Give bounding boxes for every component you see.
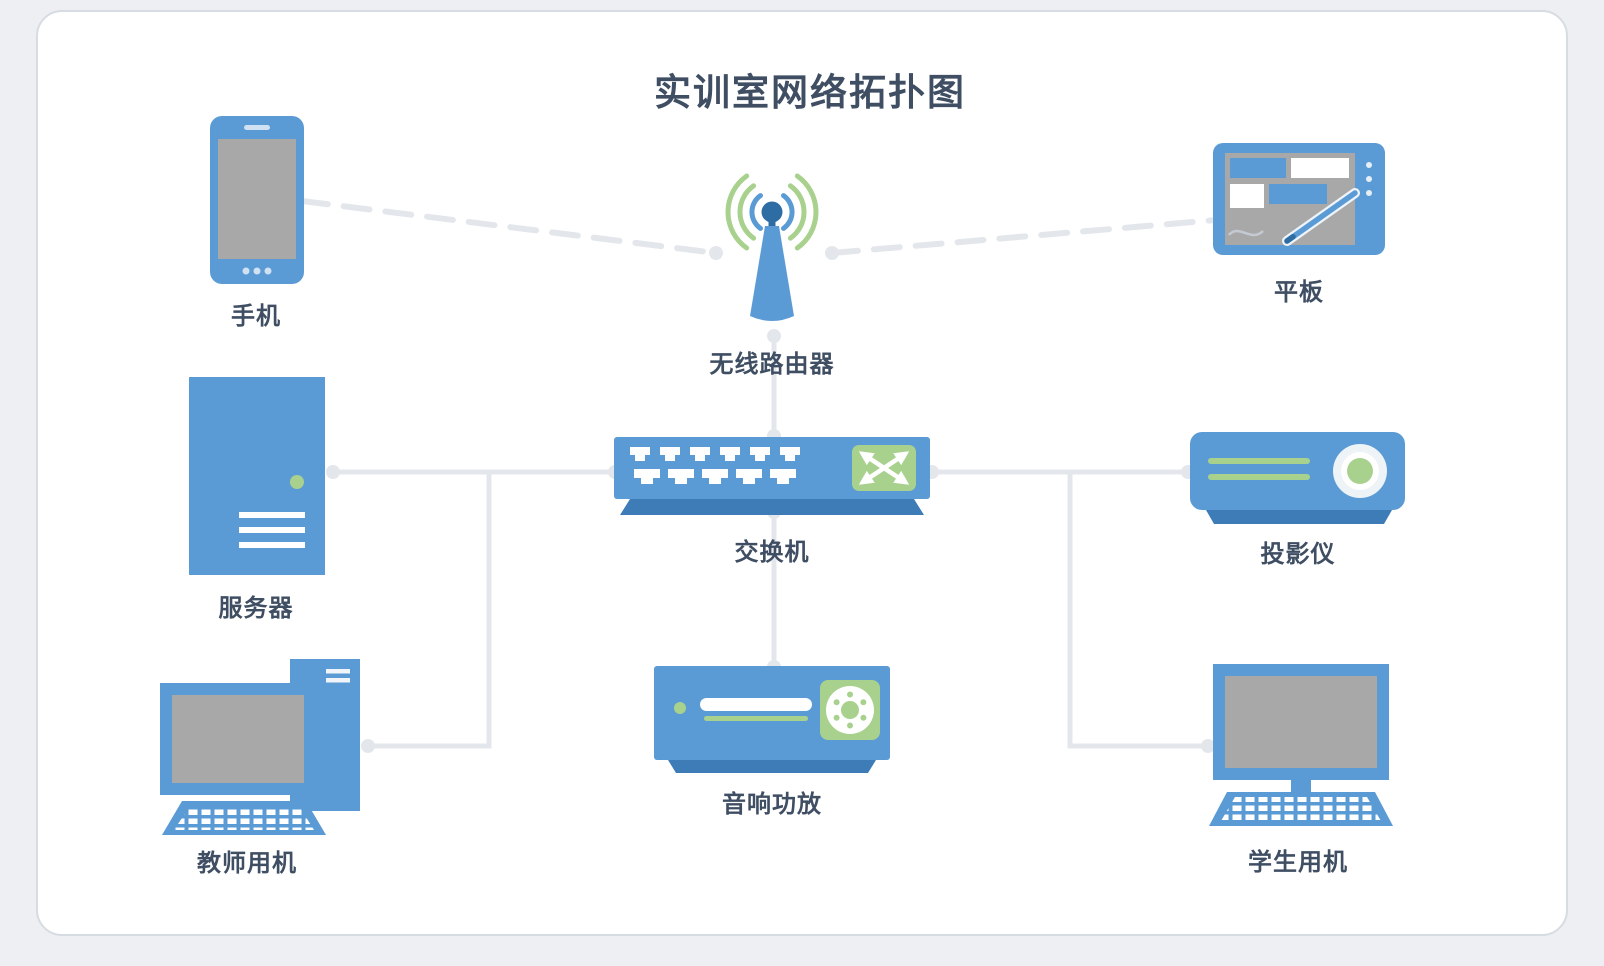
projector-label: 投影仪: [1260, 541, 1336, 568]
antenna-tip: [761, 201, 783, 223]
amplifier-led: [674, 702, 686, 714]
projector-lens: [1333, 444, 1387, 498]
node-amplifier: [652, 664, 892, 781]
phone-screen: [218, 139, 296, 259]
projector-base: [1206, 510, 1392, 524]
node-tablet: [1213, 143, 1385, 262]
antenna-cone: [750, 226, 794, 321]
projector-icon: [1190, 432, 1405, 524]
switch-base: [620, 499, 924, 515]
server-led: [290, 475, 304, 489]
amplifier-base: [668, 760, 876, 773]
node-switch: [612, 435, 932, 526]
node-projector: [1190, 428, 1408, 533]
desktop-computer-icon: [160, 659, 360, 835]
phone-speaker: [244, 125, 270, 130]
edge-phone-router: [299, 198, 719, 256]
edge-tablet-router: [829, 217, 1219, 256]
smartphone-icon: [210, 116, 304, 284]
teacher-pc-label: 教师用机: [197, 850, 297, 877]
node-student-pc: [1205, 660, 1397, 840]
node-phone: [208, 115, 308, 292]
edge-switch-studentpc: [1067, 472, 1210, 749]
stylus-icon: [1282, 188, 1360, 246]
speaker-icon: [826, 686, 874, 734]
node-server: [189, 377, 325, 580]
network-switch-icon: [614, 437, 930, 515]
edge-teacherpc-switch: [368, 472, 492, 749]
wireless-router-icon: [725, 173, 819, 321]
pc-screen: [1225, 676, 1377, 768]
audio-amplifier-icon: [654, 666, 890, 773]
server-tower-icon: [189, 377, 325, 575]
tablet-icon: [1213, 143, 1385, 255]
diagram-title: 实训室网络拓扑图: [654, 72, 966, 113]
node-router: [692, 168, 852, 333]
wifi-waves-icon: [725, 173, 819, 251]
router-label: 无线路由器: [709, 351, 835, 378]
node-teacher-pc: [148, 655, 363, 845]
server-label: 服务器: [218, 595, 294, 622]
switch-label: 交换机: [734, 539, 810, 566]
desktop-computer-icon: [1209, 664, 1393, 826]
tablet-label: 平板: [1274, 279, 1324, 306]
crossed-arrows-icon: [858, 451, 910, 485]
phone-label: 手机: [231, 303, 281, 330]
student-pc-label: 学生用机: [1248, 849, 1348, 876]
amplifier-label: 音响功放: [722, 791, 822, 818]
pc-screen: [172, 695, 304, 783]
